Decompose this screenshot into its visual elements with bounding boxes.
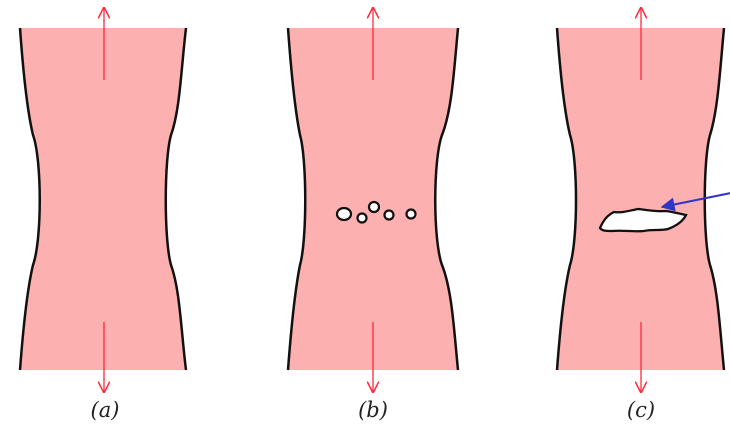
panel-a	[18, 8, 188, 392]
panel-b	[286, 8, 460, 392]
panel-c	[555, 8, 730, 392]
specimen-a-right-edge	[164, 27, 188, 371]
specimen-b-right-edge	[434, 27, 460, 371]
caption-a: (a)	[90, 398, 120, 422]
caption-c: (c)	[626, 398, 656, 422]
void-2	[356, 212, 368, 224]
specimen-a-left-edge	[18, 27, 41, 371]
specimen-b-left-edge	[286, 27, 307, 371]
void-cluster	[335, 200, 417, 224]
specimen-a-body	[20, 28, 186, 370]
void-5	[405, 208, 417, 220]
caption-b: (b)	[358, 398, 388, 422]
specimen-b-body	[288, 28, 458, 370]
crack-pointer-arrow	[660, 192, 730, 212]
void-4	[383, 209, 395, 221]
crack	[598, 207, 688, 233]
specimen-c-right-edge	[703, 27, 726, 371]
specimen-c-left-edge	[555, 27, 578, 371]
specimen-c-body	[557, 28, 724, 370]
void-1	[335, 206, 353, 222]
void-3	[367, 200, 381, 214]
